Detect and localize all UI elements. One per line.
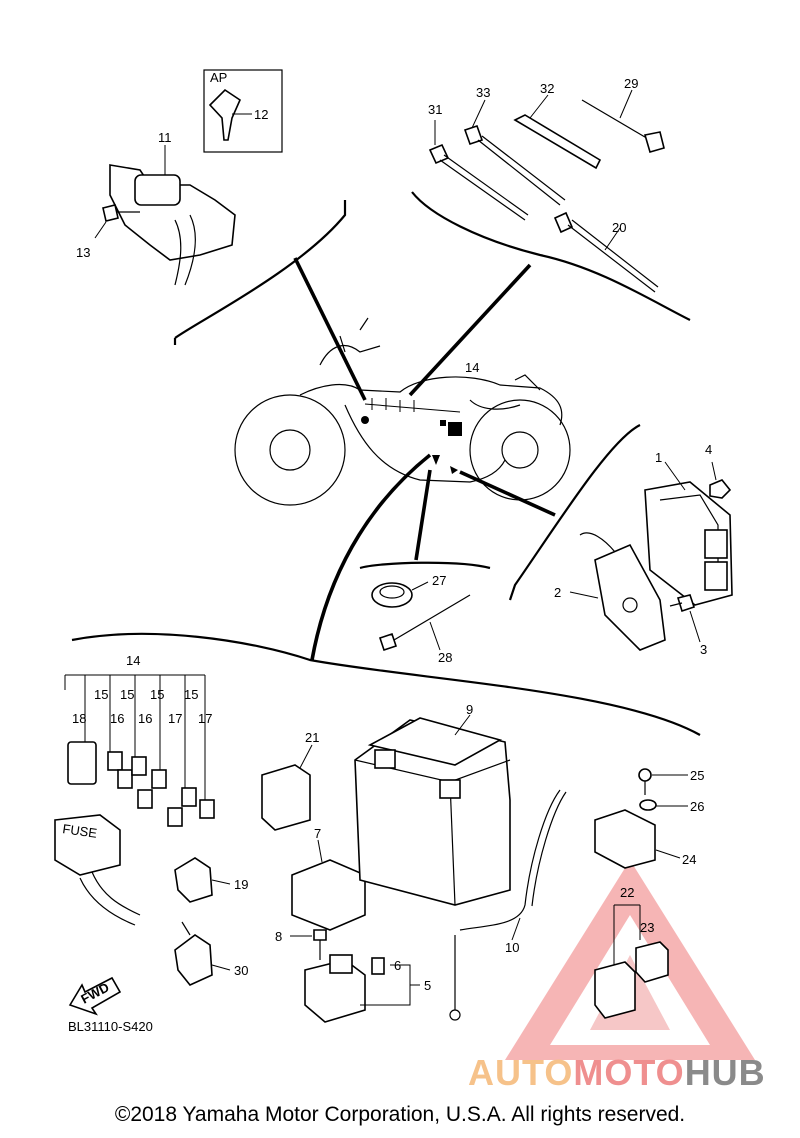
copyright-notice: ©2018 Yamaha Motor Corporation, U.S.A. A… (114, 1103, 686, 1126)
ap-label: AP (210, 70, 227, 85)
callout-12: 12 (254, 107, 268, 122)
callout-30: 30 (234, 963, 248, 978)
callout-22: 22 (620, 885, 634, 900)
callout-20: 20 (612, 220, 626, 235)
part-battery-9 (354, 714, 511, 906)
cable-ties-group (428, 89, 665, 293)
part-cover-7 (291, 839, 366, 931)
callout-15a: 15 (94, 687, 108, 702)
callout-1: 1 (655, 450, 662, 465)
callout-26: 26 (690, 799, 704, 814)
fuse-label: FUSE (62, 821, 99, 841)
callout-9: 9 (466, 702, 473, 717)
part-starter-relay-5 (304, 954, 420, 1023)
part-starter-relay-11 (109, 164, 236, 286)
callout-15c: 15 (150, 687, 164, 702)
fuse-group (54, 674, 215, 926)
part-bolt-3 (669, 594, 701, 643)
part-clamp-27 (371, 581, 429, 608)
callout-32: 32 (540, 81, 554, 96)
callout-17b: 17 (198, 711, 212, 726)
part-relay-21 (261, 744, 313, 831)
callout-11: 11 (158, 130, 172, 145)
part-tie-28 (378, 594, 471, 652)
callout-21: 21 (305, 730, 319, 745)
callout-29: 29 (624, 76, 638, 91)
callout-14-bike: 14 (465, 360, 479, 375)
part-cable-10 (449, 789, 567, 1021)
part-washer-26 (639, 799, 688, 811)
ap-box (203, 69, 283, 153)
watermark-text: AUTOMOTOHUB (468, 1052, 766, 1094)
diagram-code: BL31110-S420 (68, 1019, 153, 1034)
callout-24: 24 (682, 852, 696, 867)
callout-3: 3 (700, 642, 707, 657)
callout-6: 6 (394, 958, 401, 973)
callout-4: 4 (705, 442, 712, 457)
callout-27: 27 (432, 573, 446, 588)
part-clamp-30 (174, 921, 231, 986)
callout-13: 13 (76, 245, 90, 260)
part-nut-4 (709, 461, 732, 499)
callout-2: 2 (554, 585, 561, 600)
callout-19: 19 (234, 877, 248, 892)
callout-17a: 17 (168, 711, 182, 726)
callout-23: 23 (640, 920, 654, 935)
callout-labels: AP 12 11 13 31 33 32 29 20 14 1 4 2 3 27… (62, 70, 713, 1034)
callout-16b: 16 (138, 711, 152, 726)
callout-28: 28 (438, 650, 452, 665)
callout-18: 18 (72, 711, 86, 726)
part-switch-24 (594, 809, 681, 869)
callout-31: 31 (428, 102, 442, 117)
part-screw-25 (638, 768, 688, 795)
part-ecu-1 (644, 461, 733, 606)
callout-16a: 16 (110, 711, 124, 726)
callout-14-fuse: 14 (126, 653, 140, 668)
callout-frames (71, 191, 701, 736)
callout-7: 7 (314, 826, 321, 841)
part-holder-19 (174, 857, 231, 903)
part-bolt-13 (94, 204, 140, 239)
callout-25: 25 (690, 768, 704, 783)
motorcycle-outline (234, 317, 571, 506)
callout-10: 10 (505, 940, 519, 955)
fwd-arrow-icon (68, 976, 122, 1016)
callout-15b: 15 (120, 687, 134, 702)
watermark-part2: MOTO (573, 1052, 685, 1093)
callout-5: 5 (424, 978, 431, 993)
part-relay-22 (594, 904, 669, 1019)
watermark-part1: AUTO (468, 1052, 574, 1093)
watermark-part3: HUB (684, 1052, 766, 1093)
callout-15d: 15 (184, 687, 198, 702)
part-bolt-8 (290, 929, 327, 960)
callout-33: 33 (476, 85, 490, 100)
part-bracket-2 (569, 532, 666, 651)
callout-8: 8 (275, 929, 282, 944)
